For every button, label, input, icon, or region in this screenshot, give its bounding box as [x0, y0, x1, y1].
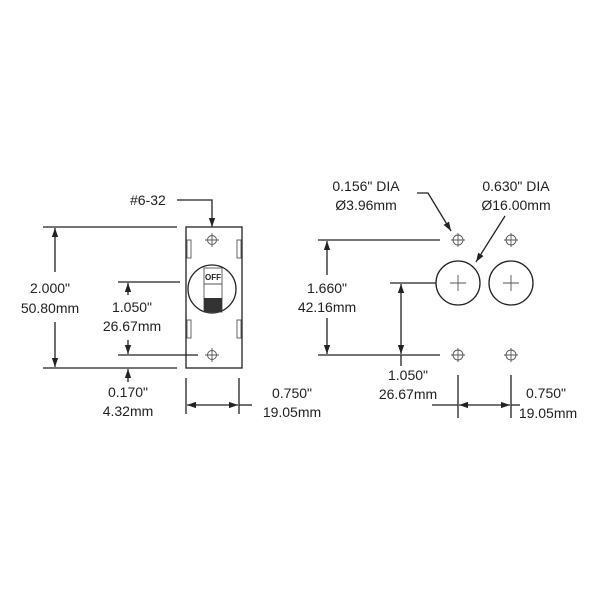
breaker-front-view: OFF #6-32 2.000" 50.80mm 1.050" 26.67mm … — [21, 192, 321, 420]
large-hole-icon — [435, 260, 481, 306]
small-hole-icon — [451, 348, 465, 362]
clip — [236, 239, 242, 259]
vertical-spacing-mm: 42.16mm — [298, 299, 356, 315]
toggle-label: OFF — [205, 273, 221, 282]
small-hole-icon — [504, 348, 518, 362]
horizontal-spacing-in: 0.750" — [526, 385, 566, 401]
large-hole-in: 0.630" DIA — [482, 178, 550, 194]
breaker-body — [185, 226, 243, 369]
bushing-circle — [187, 264, 237, 314]
center-bottom-mm: 26.67mm — [379, 386, 437, 402]
width-mm: 19.05mm — [263, 404, 321, 420]
bottom-offset-in: 0.170" — [108, 384, 148, 400]
clip — [186, 319, 192, 339]
width-in: 0.750" — [272, 385, 312, 401]
clip — [186, 239, 192, 259]
screw-size-label: #6-32 — [130, 192, 166, 208]
vertical-spacing-in: 1.660" — [307, 280, 347, 296]
large-hole-icon — [488, 260, 534, 306]
small-hole-in: 0.156" DIA — [332, 178, 400, 194]
bottom-offset-mm: 4.32mm — [103, 403, 154, 419]
horizontal-spacing-mm: 19.05mm — [519, 405, 577, 421]
height-mm: 50.80mm — [21, 300, 79, 316]
screw-spacing-in: 1.050" — [112, 299, 152, 315]
height-in: 2.000" — [30, 280, 70, 296]
screw-icon — [205, 233, 219, 247]
small-hole-icon — [451, 233, 465, 247]
clip — [236, 319, 242, 339]
screw-icon — [205, 348, 219, 362]
small-hole-mm: Ø3.96mm — [335, 197, 396, 213]
screw-spacing-mm: 26.67mm — [103, 318, 161, 334]
small-hole-icon — [504, 233, 518, 247]
large-hole-mm: Ø16.00mm — [481, 197, 550, 213]
panel-cutout-view: 0.156" DIA Ø3.96mm 0.630" DIA Ø16.00mm 1… — [298, 178, 577, 421]
center-bottom-in: 1.050" — [388, 367, 428, 383]
toggle-handle — [204, 298, 222, 312]
